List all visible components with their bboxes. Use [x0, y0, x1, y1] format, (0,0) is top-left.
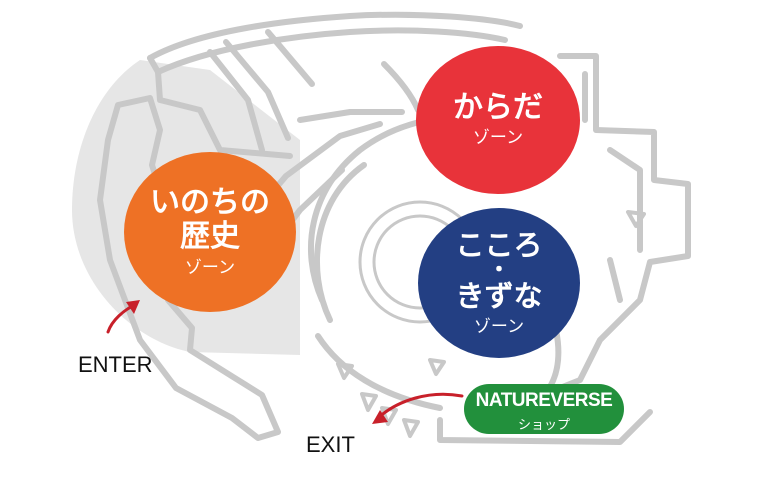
zone-body-title: からだ: [453, 89, 543, 125]
top-left-band: [147, 55, 293, 159]
zone-history-of-life[interactable]: いのちの 歴史 ゾーン: [124, 152, 296, 312]
zone-heart-title-1: こころ: [455, 227, 543, 262]
shop-kind: ショップ: [517, 418, 570, 433]
zone-body-suffix: ゾーン: [472, 128, 524, 149]
exit-label: EXIT: [306, 432, 355, 457]
exit-arrowhead: [372, 410, 388, 424]
exit-arrow: [376, 392, 464, 420]
zone-heart-separator: ・: [487, 258, 510, 284]
right-wing-wall: [527, 53, 691, 403]
shop-name: NATUREVERSE: [475, 390, 613, 411]
zone-history-title-1: いのちの: [150, 184, 270, 220]
enter-arrowhead: [126, 300, 140, 314]
zone-body[interactable]: からだ ゾーン: [416, 46, 580, 194]
marker-triangle: [626, 210, 646, 228]
central-hall-ring: [313, 162, 367, 323]
zone-heart-title-2: きずな: [455, 279, 543, 314]
zone-history-title-2: 歴史: [180, 219, 240, 255]
natureverse-shop[interactable]: NATUREVERSE ショップ: [464, 384, 624, 434]
zone-heart-suffix: ゾーン: [473, 316, 525, 337]
enter-label: ENTER: [78, 352, 153, 377]
zone-history-suffix: ゾーン: [184, 257, 236, 278]
top-outer-curve: [147, 11, 523, 61]
bottom-curve: [315, 333, 443, 411]
zone-heart-and-bonds[interactable]: こころ ・ きずな ゾーン: [418, 208, 580, 358]
